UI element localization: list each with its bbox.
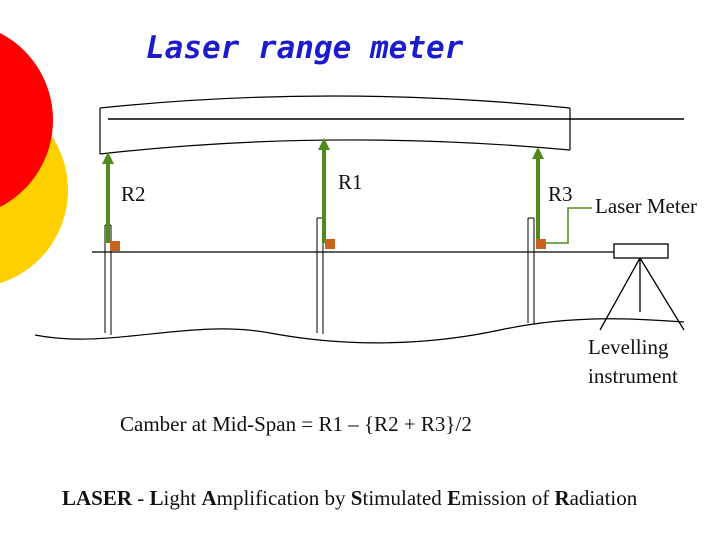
- label-r1: R1: [338, 170, 363, 194]
- girder-bottom-curve: [99, 139, 571, 155]
- ground-line: [34, 318, 685, 344]
- red-disc-decoration: [0, 32, 53, 208]
- range-arrow-r2: [102, 152, 114, 243]
- range-arrow-r1: [318, 138, 330, 243]
- label-laser-meter: Laser Meter: [595, 194, 698, 218]
- post-r3: [527, 217, 535, 324]
- levelling-instrument-icon: [599, 243, 685, 331]
- slide-title: Laser range meter: [146, 30, 464, 66]
- target-marker-r2: [110, 241, 120, 251]
- laser-acronym-expansion: LASER - Light Amplification by Stimulate…: [62, 486, 638, 510]
- label-levelling-line1: Levelling: [588, 335, 669, 359]
- laser-meter-leader: [546, 207, 592, 244]
- label-r2: R2: [121, 182, 146, 206]
- label-r3: R3: [548, 182, 573, 206]
- girder-top-curve: [99, 95, 571, 109]
- label-levelling-line2: instrument: [588, 364, 678, 388]
- target-marker-r3: [536, 239, 546, 249]
- target-marker-r1: [325, 239, 335, 249]
- range-arrow-r3: [532, 147, 544, 243]
- camber-formula: Camber at Mid-Span = R1 – {R2 + R3}/2: [120, 412, 472, 436]
